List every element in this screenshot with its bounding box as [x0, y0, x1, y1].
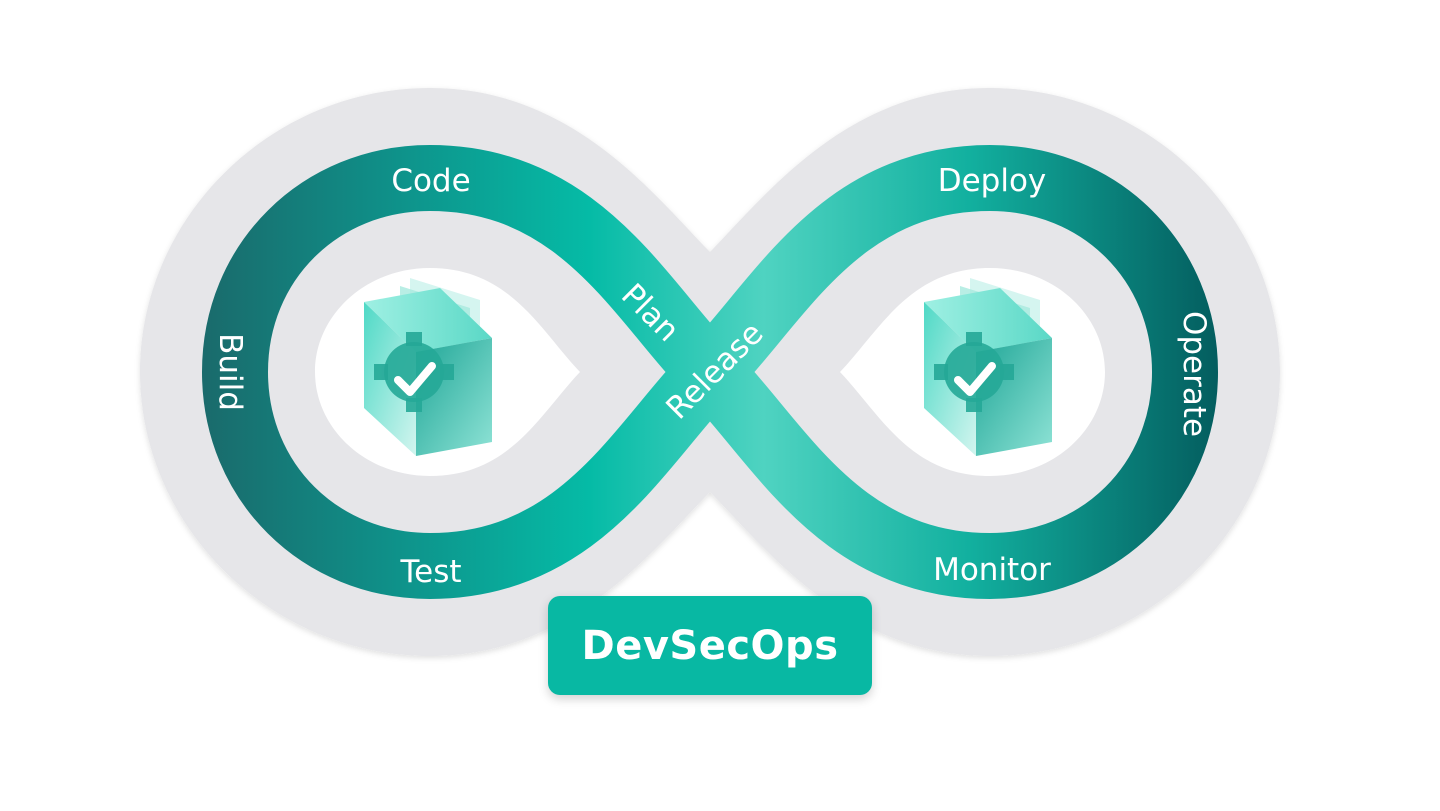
devsecops-badge: DevSecOps [548, 596, 872, 695]
stage-label-operate: Operate [1176, 311, 1212, 437]
left-security-gear-check-icon [364, 278, 492, 456]
stage-label-monitor: Monitor [933, 552, 1051, 588]
infinity-loop [202, 145, 1218, 599]
right-security-gear-check-icon [924, 278, 1052, 456]
stage-label-build: Build [212, 333, 248, 411]
stage-label-test: Test [399, 554, 461, 590]
stage-label-code: Code [391, 163, 470, 199]
stage-label-deploy: Deploy [938, 163, 1047, 199]
badge-title: DevSecOps [581, 622, 839, 669]
